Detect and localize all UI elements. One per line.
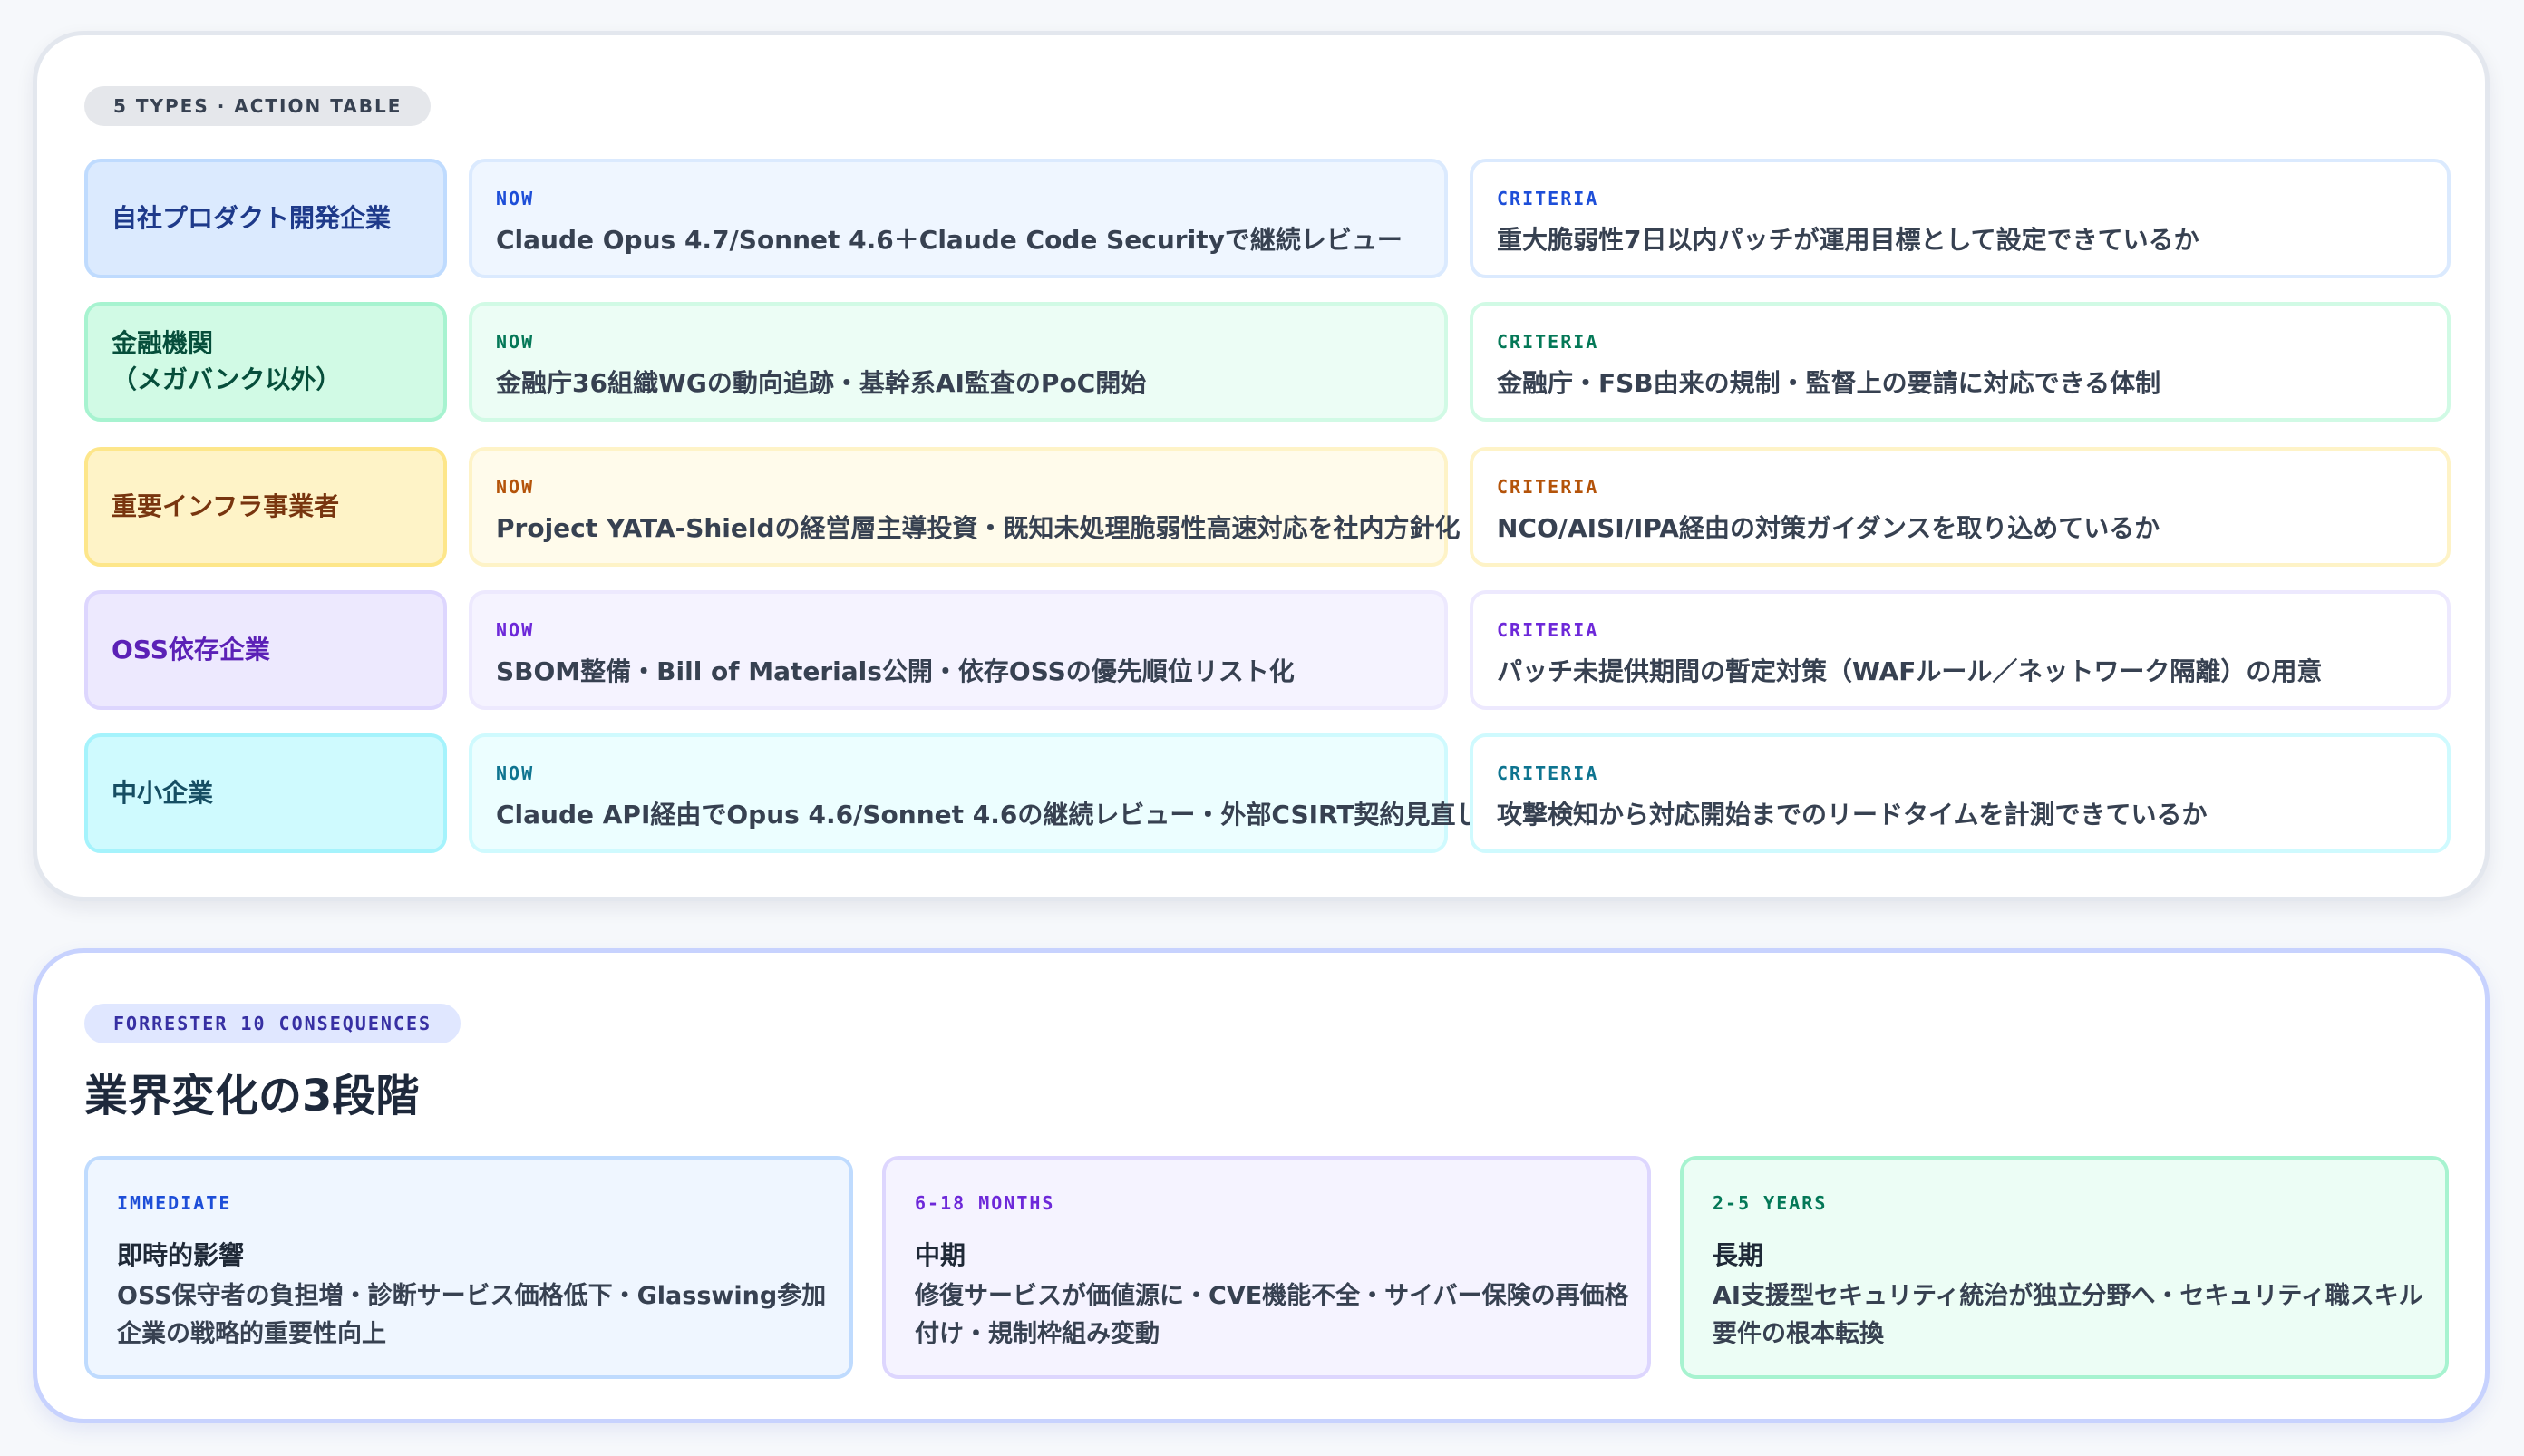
criteria-tag: CRITERIA <box>1497 331 1599 353</box>
now-cell: NOW Claude API経由でOpus 4.6/Sonnet 4.6の継続レビ… <box>469 733 1480 853</box>
category-label: 重要インフラ事業者 <box>112 491 340 521</box>
criteria-tag: CRITERIA <box>1497 476 1599 498</box>
now-text: SBOM整備・Bill of Materials公開・依存OSSの優先順位リスト… <box>496 656 1295 686</box>
now-text: Claude Opus 4.7/Sonnet 4.6＋Claude Code S… <box>496 225 1403 255</box>
action-row: 金融機関 （メガバンク以外） NOW 金融庁36組織WGの動向追跡・基幹系AI監査の… <box>84 302 2451 422</box>
stage-tag: 2-5 YEARS <box>1713 1192 1828 1214</box>
stage-title: 中期 <box>915 1240 966 1270</box>
stage-title: 長期 <box>1713 1240 1764 1270</box>
stage-body: 修復サービスが価値源に・CVE機能不全・サイバー保険の再価格付け・規制枠組み変動 <box>915 1282 1629 1348</box>
stage-title: 即時的影響 <box>117 1240 245 1270</box>
criteria-cell: CRITERIA 金融庁・FSB由来の規制・監督上の要請に対応できる体制 <box>1470 302 2451 422</box>
action-row: 自社プロダクト開発企業 NOW Claude Opus 4.7/Sonnet 4.6… <box>84 159 2451 278</box>
criteria-text: パッチ未提供期間の暫定対策（WAFルール／ネットワーク隔離）の用意 <box>1497 656 2323 686</box>
stage-tag: 6-18 MONTHS <box>915 1192 1055 1214</box>
criteria-tag: CRITERIA <box>1497 188 1599 209</box>
now-text: Claude API経由でOpus 4.6/Sonnet 4.6の継続レビュー・… <box>496 800 1481 830</box>
action-table-panel: 5 TYPES · ACTION TABLE 自社プロダクト開発企業 NOW Cla… <box>33 31 2490 901</box>
stage-card: 2-5 YEARS 長期 AI支援型セキュリティ統治が独立分野へ・セキュリティ職スキ… <box>1680 1156 2449 1379</box>
now-tag: NOW <box>496 476 535 498</box>
category-label: 金融機関 （メガバンク以外） <box>112 328 342 394</box>
criteria-text: 攻撃検知から対応開始までのリードタイムを計測できているか <box>1497 800 2208 830</box>
criteria-text: 金融庁・FSB由来の規制・監督上の要請に対応できる体制 <box>1497 368 2161 398</box>
now-cell: NOW Project YATA-Shieldの経営層主導投資・既知未処理脆弱性高… <box>469 447 1461 567</box>
category-label: 中小企業 <box>112 778 214 808</box>
now-cell: NOW SBOM整備・Bill of Materials公開・依存OSSの優先順位… <box>469 590 1448 710</box>
criteria-cell: CRITERIA NCO/AISI/IPA経由の対策ガイダンスを取り込めているか <box>1470 447 2451 567</box>
now-cell: NOW Claude Opus 4.7/Sonnet 4.6＋Claude Cod… <box>469 159 1448 278</box>
consequences-panel: FORRESTER 10 CONSEQUENCES 業界変化の3段階 IMMED… <box>33 948 2490 1423</box>
category-label: 自社プロダクト開発企業 <box>112 203 392 233</box>
category-cell: OSS依存企業 <box>84 590 447 710</box>
category-label: OSS依存企業 <box>112 635 270 665</box>
criteria-tag: CRITERIA <box>1497 619 1599 641</box>
criteria-cell: CRITERIA 重大脆弱性7日以内パッチが運用目標として設定できているか <box>1470 159 2451 278</box>
now-text: Project YATA-Shieldの経営層主導投資・既知未処理脆弱性高速対応… <box>496 513 1461 543</box>
criteria-cell: CRITERIA 攻撃検知から対応開始までのリードタイムを計測できているか <box>1470 733 2451 853</box>
stage-body: OSS保守者の負担増・診断サービス価格低下・Glasswing参加企業の戦略的重… <box>117 1282 827 1348</box>
stage-tag: IMMEDIATE <box>117 1192 232 1214</box>
stage-card: 6-18 MONTHS 中期修復サービスが価値源に・CVE機能不全・サイバー保険の… <box>882 1156 1651 1379</box>
now-tag: NOW <box>496 619 535 641</box>
stage-card: IMMEDIATE 即時的影響 OSS保守者の負担増・診断サービス価格低下・Glas… <box>84 1156 853 1379</box>
criteria-cell: CRITERIA パッチ未提供期間の暫定対策（WAFルール／ネットワーク隔離）の用… <box>1470 590 2451 710</box>
action-row: 中小企業 NOW Claude API経由でOpus 4.6/Sonnet 4.6の… <box>84 733 2451 853</box>
now-cell: NOW 金融庁36組織WGの動向追跡・基幹系AI監査のPoC開始 <box>469 302 1448 422</box>
category-cell: 中小企業 <box>84 733 447 853</box>
action-table-pill: 5 TYPES · ACTION TABLE <box>84 86 432 126</box>
action-row: 重要インフラ事業者 NOW Project YATA-Shieldの経営層主導投資・… <box>84 447 2451 567</box>
consequences-pill: FORRESTER 10 CONSEQUENCES <box>84 1004 461 1043</box>
now-tag: NOW <box>496 762 535 784</box>
now-tag: NOW <box>496 188 535 209</box>
criteria-text: 重大脆弱性7日以内パッチが運用目標として設定できているか <box>1497 225 2199 255</box>
stage-body: AI支援型セキュリティ統治が独立分野へ・セキュリティ職スキル要件の根本転換 <box>1713 1282 2423 1348</box>
now-text: 金融庁36組織WGの動向追跡・基幹系AI監査のPoC開始 <box>496 368 1147 398</box>
category-cell: 自社プロダクト開発企業 <box>84 159 447 278</box>
category-cell: 金融機関 （メガバンク以外） <box>84 302 447 422</box>
action-row: OSS依存企業 NOW SBOM整備・Bill of Materials公開・依存O… <box>84 590 2451 710</box>
now-tag: NOW <box>496 331 535 353</box>
consequences-title: 業界変化の3段階 <box>84 1071 420 1121</box>
criteria-text: NCO/AISI/IPA経由の対策ガイダンスを取り込めているか <box>1497 513 2160 543</box>
criteria-tag: CRITERIA <box>1497 762 1599 784</box>
category-cell: 重要インフラ事業者 <box>84 447 447 567</box>
